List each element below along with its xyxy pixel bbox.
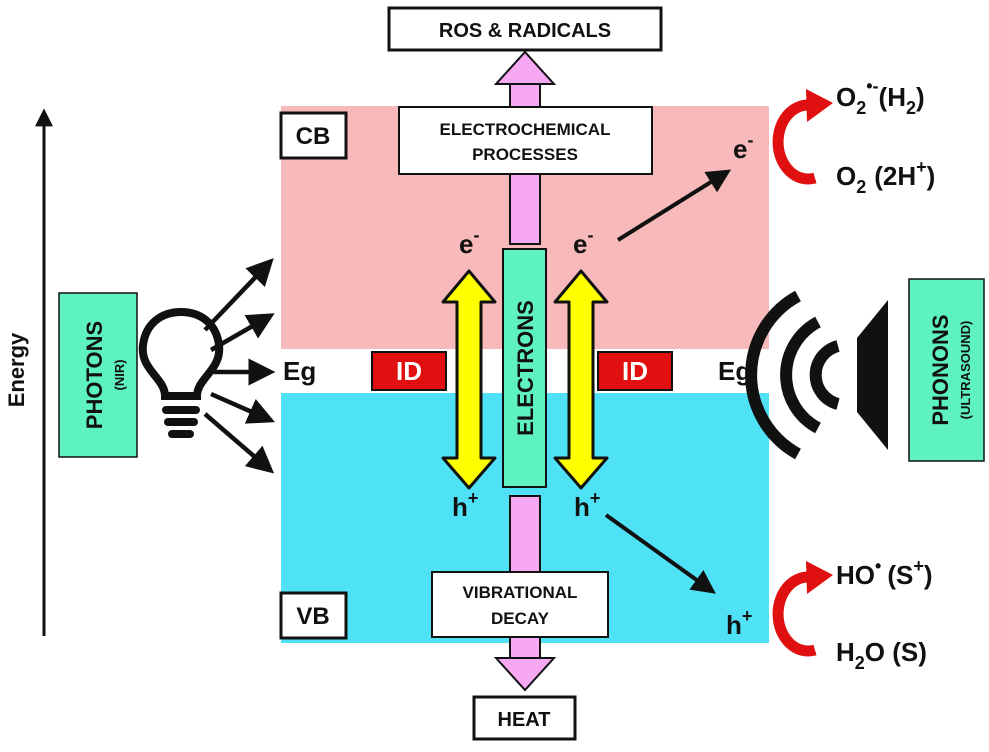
excitation-arrow-left (441, 269, 497, 490)
speaker-icon (745, 290, 888, 460)
electron-transfer-arrow (616, 169, 732, 242)
eg-label-left: Eg (283, 356, 316, 386)
ros-radicals-box: ROS & RADICALS (387, 6, 663, 52)
electrochemical-processes-box: ELECTROCHEMICAL PROCESSES (398, 106, 653, 175)
electron-label-surface: e- (733, 130, 753, 164)
phonons-label: PHONONS (928, 314, 953, 425)
reduction-curved-arrow (772, 89, 833, 185)
electrons-box: ELECTRONS (502, 248, 547, 488)
oxidation-curved-arrow (772, 561, 833, 657)
cb-box: CB (279, 111, 348, 160)
oxygen-label: O2(2H+) (836, 157, 935, 197)
heat-label: HEAT (498, 709, 551, 731)
energy-label: Energy (4, 332, 29, 407)
electrochemical-line1: ELECTROCHEMICAL (440, 120, 611, 139)
vibrational-decay-box: VIBRATIONAL DECAY (431, 571, 609, 638)
excitation-arrow-right (553, 269, 609, 490)
defect-bar-right: ID (597, 351, 673, 391)
hydroxyl-radical-label: HO•(S+) (836, 556, 933, 590)
id-label-left: ID (396, 356, 422, 386)
water-label: H2O (S) (836, 637, 927, 673)
photons-box: PHOTONS (NIR) (58, 292, 138, 458)
vibrational-line2: DECAY (491, 609, 550, 628)
hole-label-left: h+ (452, 488, 478, 522)
hole-transfer-arrow (604, 513, 716, 594)
cb-label: CB (296, 123, 331, 150)
vb-box: VB (279, 591, 348, 640)
defect-bar-left: ID (371, 351, 447, 391)
phonons-sublabel: (ULTRASOUND) (958, 321, 973, 420)
hole-label-right: h+ (574, 488, 600, 522)
photon-rays (203, 258, 276, 474)
electron-label-left: e- (459, 225, 479, 259)
electron-label-right: e- (573, 225, 593, 259)
superoxide-label: O2•-(H2) (836, 76, 925, 118)
lightbulb-icon (138, 307, 224, 438)
heat-box: HEAT (472, 695, 577, 741)
vb-label: VB (296, 603, 329, 630)
id-label-right: ID (622, 356, 648, 386)
vibrational-line1: VIBRATIONAL (463, 583, 578, 602)
photons-sublabel: (NIR) (112, 359, 127, 390)
photons-label: PHOTONS (82, 321, 107, 429)
electrochemical-line2: PROCESSES (472, 145, 578, 164)
hole-label-surface: h+ (726, 606, 752, 640)
electrons-label: ELECTRONS (513, 300, 538, 436)
phonons-box: PHONONS (ULTRASOUND) (908, 278, 985, 462)
ros-label: ROS & RADICALS (439, 20, 611, 42)
